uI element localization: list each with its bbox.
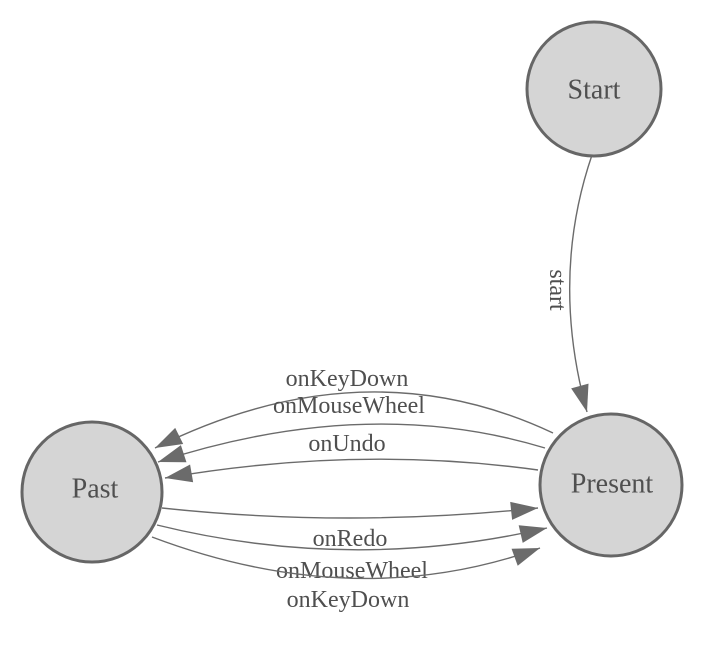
edge-path[interactable] <box>156 524 548 551</box>
edge-path[interactable] <box>568 154 593 413</box>
edge-past-to-present-onredo[interactable]: onRedo <box>161 499 539 552</box>
state-node-present[interactable]: Present <box>538 412 684 558</box>
arrowhead-icon <box>511 548 540 566</box>
edge-path[interactable] <box>157 423 546 463</box>
state-label: Present <box>571 469 654 500</box>
state-label: Past <box>72 474 119 505</box>
edge-path[interactable] <box>151 536 541 580</box>
edge-label: onMouseWheel <box>273 393 425 419</box>
edge-path[interactable] <box>154 391 554 449</box>
edge-label: onMouseWheel <box>276 558 428 584</box>
edge-label: onKeyDown <box>286 366 409 392</box>
state-circle[interactable] <box>538 412 684 558</box>
edge-path[interactable] <box>164 458 539 479</box>
state-circle[interactable] <box>525 20 663 158</box>
state-node-past[interactable]: Past <box>20 420 164 564</box>
state-label: Start <box>568 75 621 106</box>
edge-start-to-present[interactable]: start <box>544 154 596 414</box>
edge-past-to-present-onmousewheel[interactable]: onMouseWheel <box>156 519 549 584</box>
edge-present-to-past-onkeydown[interactable]: onKeyDown <box>151 366 554 456</box>
state-circle[interactable] <box>20 420 164 564</box>
arrowhead-icon <box>165 464 194 483</box>
edge-path[interactable] <box>161 507 539 519</box>
edge-label: start <box>544 269 570 311</box>
arrowhead-icon <box>158 445 187 463</box>
arrowhead-icon <box>510 501 538 520</box>
edge-present-to-past-onmousewheel[interactable]: onMouseWheel <box>155 393 546 471</box>
arrowhead-icon <box>155 427 184 448</box>
edge-past-to-present-onkeydown[interactable]: onKeyDown <box>151 536 543 613</box>
state-node-start[interactable]: Start <box>525 20 663 158</box>
edge-label: onKeyDown <box>287 587 410 613</box>
edge-present-to-past-onundo[interactable]: onUndo <box>163 431 539 487</box>
arrowhead-icon <box>518 525 547 543</box>
arrowhead-icon <box>571 383 589 412</box>
edge-label: onRedo <box>313 526 388 552</box>
edge-label: onUndo <box>308 431 385 457</box>
